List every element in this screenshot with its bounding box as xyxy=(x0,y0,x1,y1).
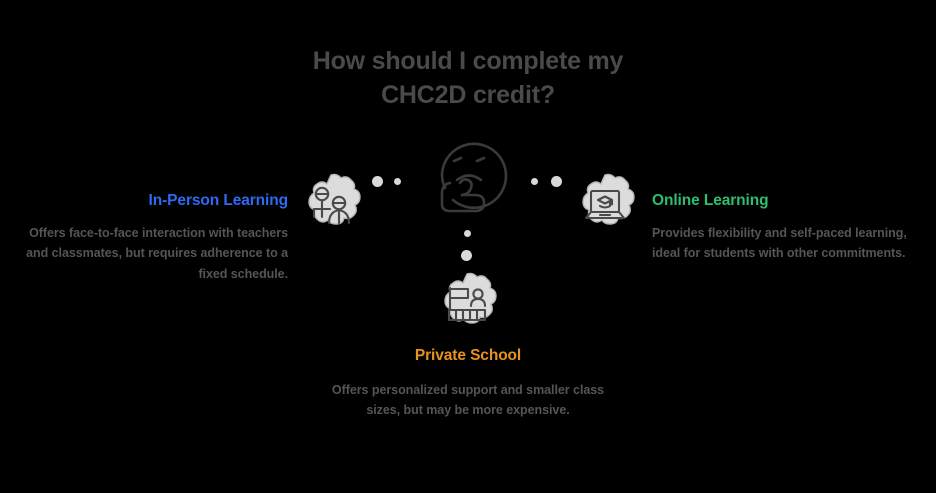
connector-dot xyxy=(464,230,471,237)
classroom-building-icon xyxy=(434,272,500,338)
branch-private-school: Private School Offers personalized suppo… xyxy=(328,347,608,421)
page-title: How should I complete my CHC2D credit? xyxy=(268,44,668,112)
branch-body-in-person-learning: Offers face-to-face interaction with tea… xyxy=(26,226,288,281)
connector-dot xyxy=(461,250,472,261)
branch-heading-private-school: Private School xyxy=(414,347,522,364)
connector-dot xyxy=(372,176,383,187)
page-title-line-2: CHC2D credit? xyxy=(381,81,555,109)
connector-dot xyxy=(531,178,538,185)
laptop-graduation-cap-icon xyxy=(572,173,638,239)
page-title-line-1: How should I complete my xyxy=(312,47,624,75)
branch-online-learning: Online Learning Provides flexibility and… xyxy=(652,192,920,264)
two-people-icon xyxy=(298,173,364,239)
connector-dot xyxy=(394,178,401,185)
branch-heading-online-learning: Online Learning xyxy=(652,192,769,209)
branch-in-person-learning: In-Person Learning Offers face-to-face i… xyxy=(8,192,288,284)
branch-body-private-school: Offers personalized support and smaller … xyxy=(331,383,605,418)
branch-heading-in-person-learning: In-Person Learning xyxy=(148,192,289,209)
thinking-face-icon xyxy=(427,128,511,213)
connector-dot xyxy=(551,176,562,187)
branch-body-online-learning: Provides flexibility and self-paced lear… xyxy=(652,226,907,261)
